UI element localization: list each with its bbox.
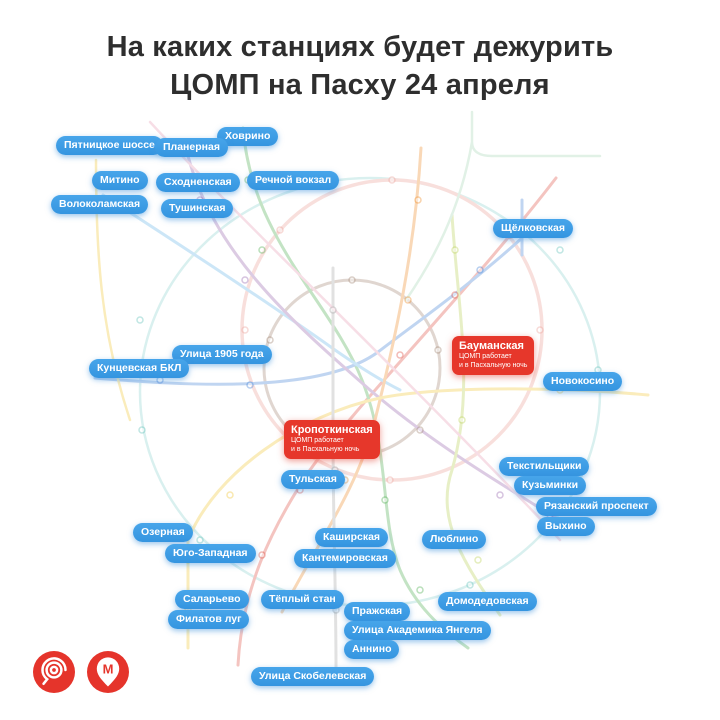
- special-station-name: Бауманская: [459, 340, 524, 352]
- station-label-kantemirovskaya: Кантемировская: [294, 549, 396, 568]
- station-label-ulitsa-1905-goda: Улица 1905 года: [172, 345, 272, 364]
- special-station-kropotkinskaya: Кропоткинская ЦОМП работает и в Пасхальн…: [284, 420, 380, 459]
- station-label-tyoply-stan: Тёплый стан: [261, 590, 344, 609]
- page-title-line2: ЦОМП на Пасху 24 апреля: [170, 69, 550, 101]
- station-label-volokolamskaya: Волоколамская: [51, 195, 149, 214]
- station-label-skhodnenskaya: Сходненская: [156, 173, 240, 192]
- station-label-shchyolkovskaya: Щёлковская: [493, 219, 573, 238]
- special-station-note2: и в Пасхальную ночь: [459, 361, 528, 369]
- special-station-note1: ЦОМП работает: [459, 353, 512, 360]
- station-label-tulskaya: Тульская: [281, 470, 345, 489]
- moscow-metro-logo-icon: М: [87, 651, 129, 693]
- station-label-mitino: Митино: [92, 171, 148, 190]
- footer-logos: М: [32, 650, 130, 694]
- station-label-vykhino: Выхино: [537, 517, 595, 536]
- metro-logo-letter: М: [103, 662, 114, 677]
- station-label-ulitsa-skobelevskaya: Улица Скобелевская: [251, 667, 375, 686]
- special-station-name: Кропоткинская: [291, 424, 373, 436]
- special-station-baumanskaya: Бауманская ЦОМП работает и в Пасхальную …: [452, 336, 535, 375]
- station-label-rechnoy-vokzal: Речной вокзал: [247, 171, 340, 190]
- station-label-domodedovskaya: Домодедовская: [438, 592, 537, 611]
- station-label-prazhskaya: Пражская: [344, 602, 411, 621]
- station-label-kashirskaya: Каширская: [315, 528, 389, 547]
- station-label-pyatnitskoye-shosse: Пятницкое шоссе: [56, 136, 163, 155]
- page-title: На каких станциях будет дежурить ЦОМП на…: [0, 28, 720, 104]
- special-station-note1: ЦОМП работает: [291, 437, 344, 444]
- special-station-note2: и в Пасхальную ночь: [291, 445, 360, 453]
- page-title-line1: На каких станциях будет дежурить: [106, 31, 614, 63]
- station-label-filatov-lug: Филатов луг: [168, 610, 250, 629]
- station-label-tushinskaya: Тушинская: [161, 199, 234, 218]
- station-label-tekstilshchiki: Текстильщики: [499, 457, 590, 476]
- station-label-ulitsa-akademika-yangelya: Улица Академика Янгеля: [344, 621, 491, 640]
- station-label-novokosino: Новокосино: [543, 372, 623, 391]
- station-label-ozyornaya: Озерная: [133, 523, 193, 542]
- station-label-annino: Аннино: [344, 640, 400, 659]
- moscow-transport-logo-icon: [33, 651, 75, 693]
- station-label-kuzminki: Кузьминки: [514, 476, 587, 495]
- station-label-salaryevo: Саларьево: [175, 590, 249, 609]
- station-label-yugo-zapadnaya: Юго-Западная: [165, 544, 256, 563]
- station-label-lyublino: Люблино: [422, 530, 487, 549]
- station-label-khovrino: Ховрино: [217, 127, 279, 146]
- station-label-ryazansky-prospekt: Рязанский проспект: [536, 497, 657, 516]
- station-label-kuntsevskaya-bkl: Кунцевская БКЛ: [89, 359, 190, 378]
- station-label-planernaya: Планерная: [155, 138, 228, 157]
